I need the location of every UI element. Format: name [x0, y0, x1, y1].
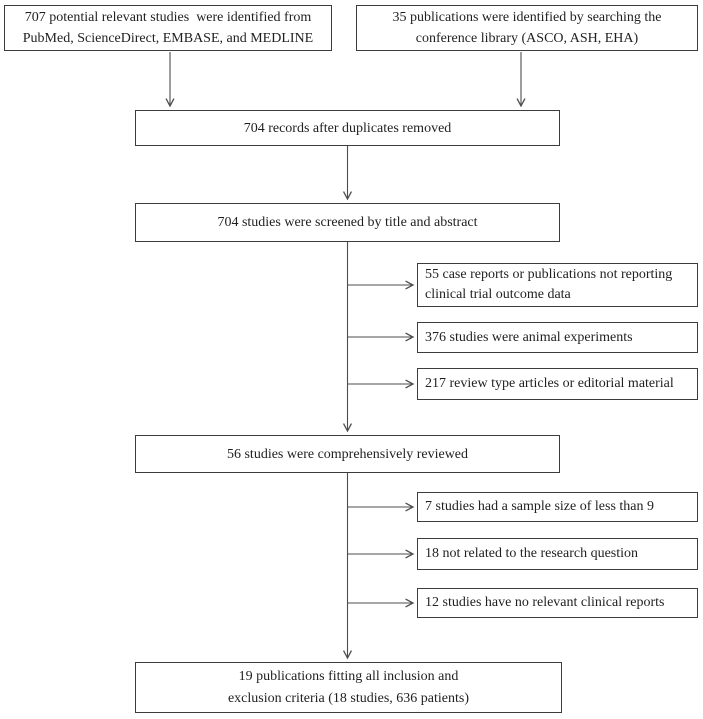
node-text-line: 217 review type articles or editorial ma…	[425, 376, 674, 391]
node-text-line: conference library (ASCO, ASH, EHA)	[415, 31, 639, 46]
node-excluded-animal-experiments: 376 studies were animal experiments	[417, 322, 698, 353]
node-text-line: 35 publications were identified by searc…	[392, 10, 662, 25]
node-text-line: 376 studies were animal experiments	[425, 329, 633, 345]
node-included-publications: 19 publications fitting all inclusion an…	[135, 662, 562, 713]
node-text-line: 704 studies were screened by title and a…	[217, 215, 478, 230]
node-text-line: 707 potential relevant studies were iden…	[24, 10, 312, 25]
node-studies-screened: 704 studies were screened by title and a…	[135, 203, 560, 242]
node-text-line: clinical trial outcome data	[425, 287, 571, 302]
node-text-line: 56 studies were comprehensively reviewed	[226, 446, 469, 462]
node-excluded-no-clinical-reports: 12 studies have no relevant clinical rep…	[417, 588, 698, 618]
node-text-line: 18 not related to the research question	[425, 546, 639, 561]
node-text-line: exclusion criteria (18 studies, 636 pati…	[227, 690, 470, 706]
node-excluded-review-articles: 217 review type articles or editorial ma…	[417, 368, 698, 400]
node-source-conference-library: 35 publications were identified by searc…	[356, 5, 698, 51]
node-text-line: PubMed, ScienceDirect, EMBASE, and MEDLI…	[22, 31, 314, 46]
node-excluded-case-reports: 55 case reports or publications not repo…	[417, 263, 698, 307]
node-text-line: 704 records after duplicates removed	[243, 120, 452, 136]
node-text-line: 55 case reports or publications not repo…	[425, 267, 673, 282]
node-source-primary-databases: 707 potential relevant studies were iden…	[4, 5, 332, 51]
node-records-after-duplicates-removed: 704 records after duplicates removed	[135, 110, 560, 146]
node-text-line: 7 studies had a sample size of less than…	[425, 499, 655, 514]
node-excluded-small-sample-size: 7 studies had a sample size of less than…	[417, 492, 698, 522]
node-text-line: 12 studies have no relevant clinical rep…	[425, 595, 665, 610]
node-comprehensively-reviewed: 56 studies were comprehensively reviewed	[135, 435, 560, 473]
node-text-line: 19 publications fitting all inclusion an…	[238, 668, 459, 684]
node-excluded-not-related: 18 not related to the research question	[417, 538, 698, 570]
